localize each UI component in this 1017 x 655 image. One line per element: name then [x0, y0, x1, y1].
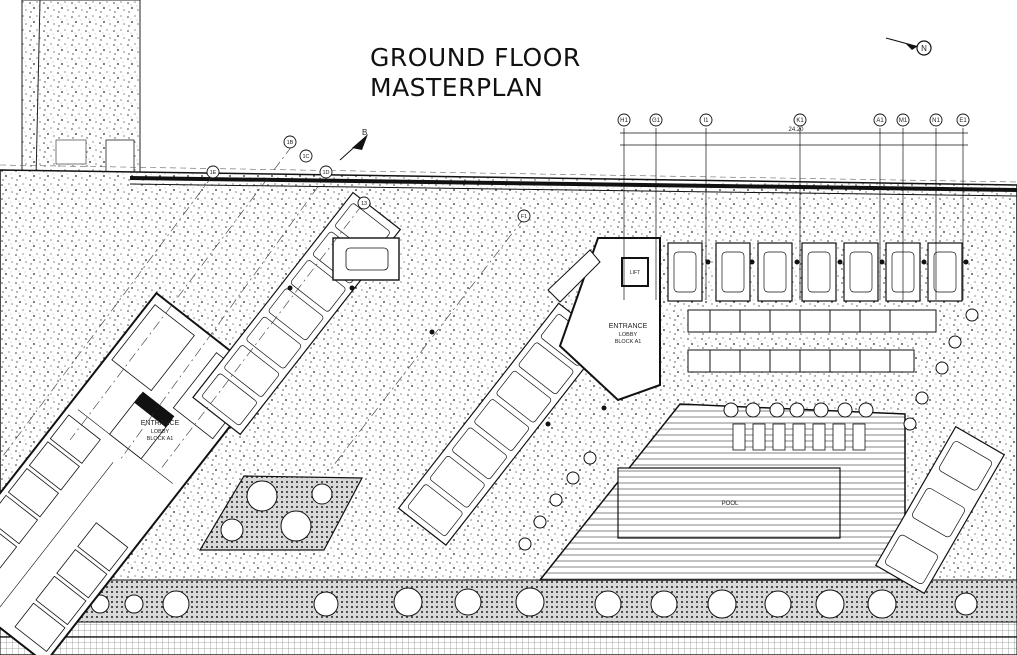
entrance-left-line2: LOBBY: [151, 429, 170, 435]
garage-box: [332, 237, 400, 281]
north-label: N: [921, 44, 927, 53]
top-grid-bubbles: [617, 113, 970, 127]
entrance-left-line3: BLOCK A1: [147, 436, 174, 442]
diag-label-3: 1C: [302, 154, 309, 160]
top-parking-bays: [667, 242, 963, 302]
entrance-label-left: ENTRANCE LOBBY BLOCK A1: [141, 420, 180, 442]
entrance-right-line1: ENTRANCE: [609, 323, 648, 330]
section-marker-label: B: [362, 128, 367, 137]
lift-label: LIFT: [630, 270, 640, 276]
column-markers: [287, 259, 969, 427]
neighbour-plot: [21, 0, 141, 179]
axis-label-a1: A1: [876, 118, 884, 124]
entrance-right-line3: BLOCK A1: [615, 339, 642, 345]
entrance-right-line2: LOBBY: [619, 332, 638, 338]
deck-trees: [518, 308, 979, 551]
axis-label-i1: I1: [703, 118, 709, 124]
right-diagonal-parking: [874, 425, 1006, 595]
road-edge: [0, 164, 1017, 197]
diagonal-grid-bubbles: [206, 135, 531, 223]
entrance-left-line1: ENTRANCE: [141, 420, 180, 427]
axis-dimension-total: 24.20: [788, 127, 804, 133]
storage-rows: [687, 309, 937, 373]
diag-label-5: 13: [361, 201, 367, 207]
diag-label-2: 1B: [287, 140, 294, 146]
entrance-label-right: ENTRANCE LOBBY BLOCK A1: [609, 323, 648, 345]
diagonal-grid-lines: [0, 145, 525, 471]
plan-title-line2: MASTERPLAN: [370, 73, 544, 102]
top-grid-axes: [620, 128, 968, 300]
garden-planter: [198, 475, 363, 551]
diag-label-4: 1D: [322, 170, 329, 176]
plan-title-line1: GROUND FLOOR: [370, 43, 581, 72]
axis-label-n1: N1: [932, 118, 940, 124]
axis-label-m1: M1: [899, 118, 908, 124]
north-arrow-icon: N: [885, 37, 932, 56]
axis-label-h1: H1: [620, 118, 628, 124]
pool-label: POOL: [722, 501, 739, 507]
diag-label-1: 1E: [210, 170, 217, 176]
section-marker-b: B: [339, 128, 368, 161]
pool-deck: [538, 403, 906, 581]
right-entrance-building: [547, 237, 661, 402]
axis-label-g1: G1: [652, 118, 661, 124]
street-band: [0, 579, 1017, 655]
middle-parking-row: [397, 302, 607, 546]
axis-label-e1: E1: [959, 118, 967, 124]
diag-label-6: F1: [521, 214, 527, 220]
axis-label-k1: K1: [796, 118, 804, 124]
